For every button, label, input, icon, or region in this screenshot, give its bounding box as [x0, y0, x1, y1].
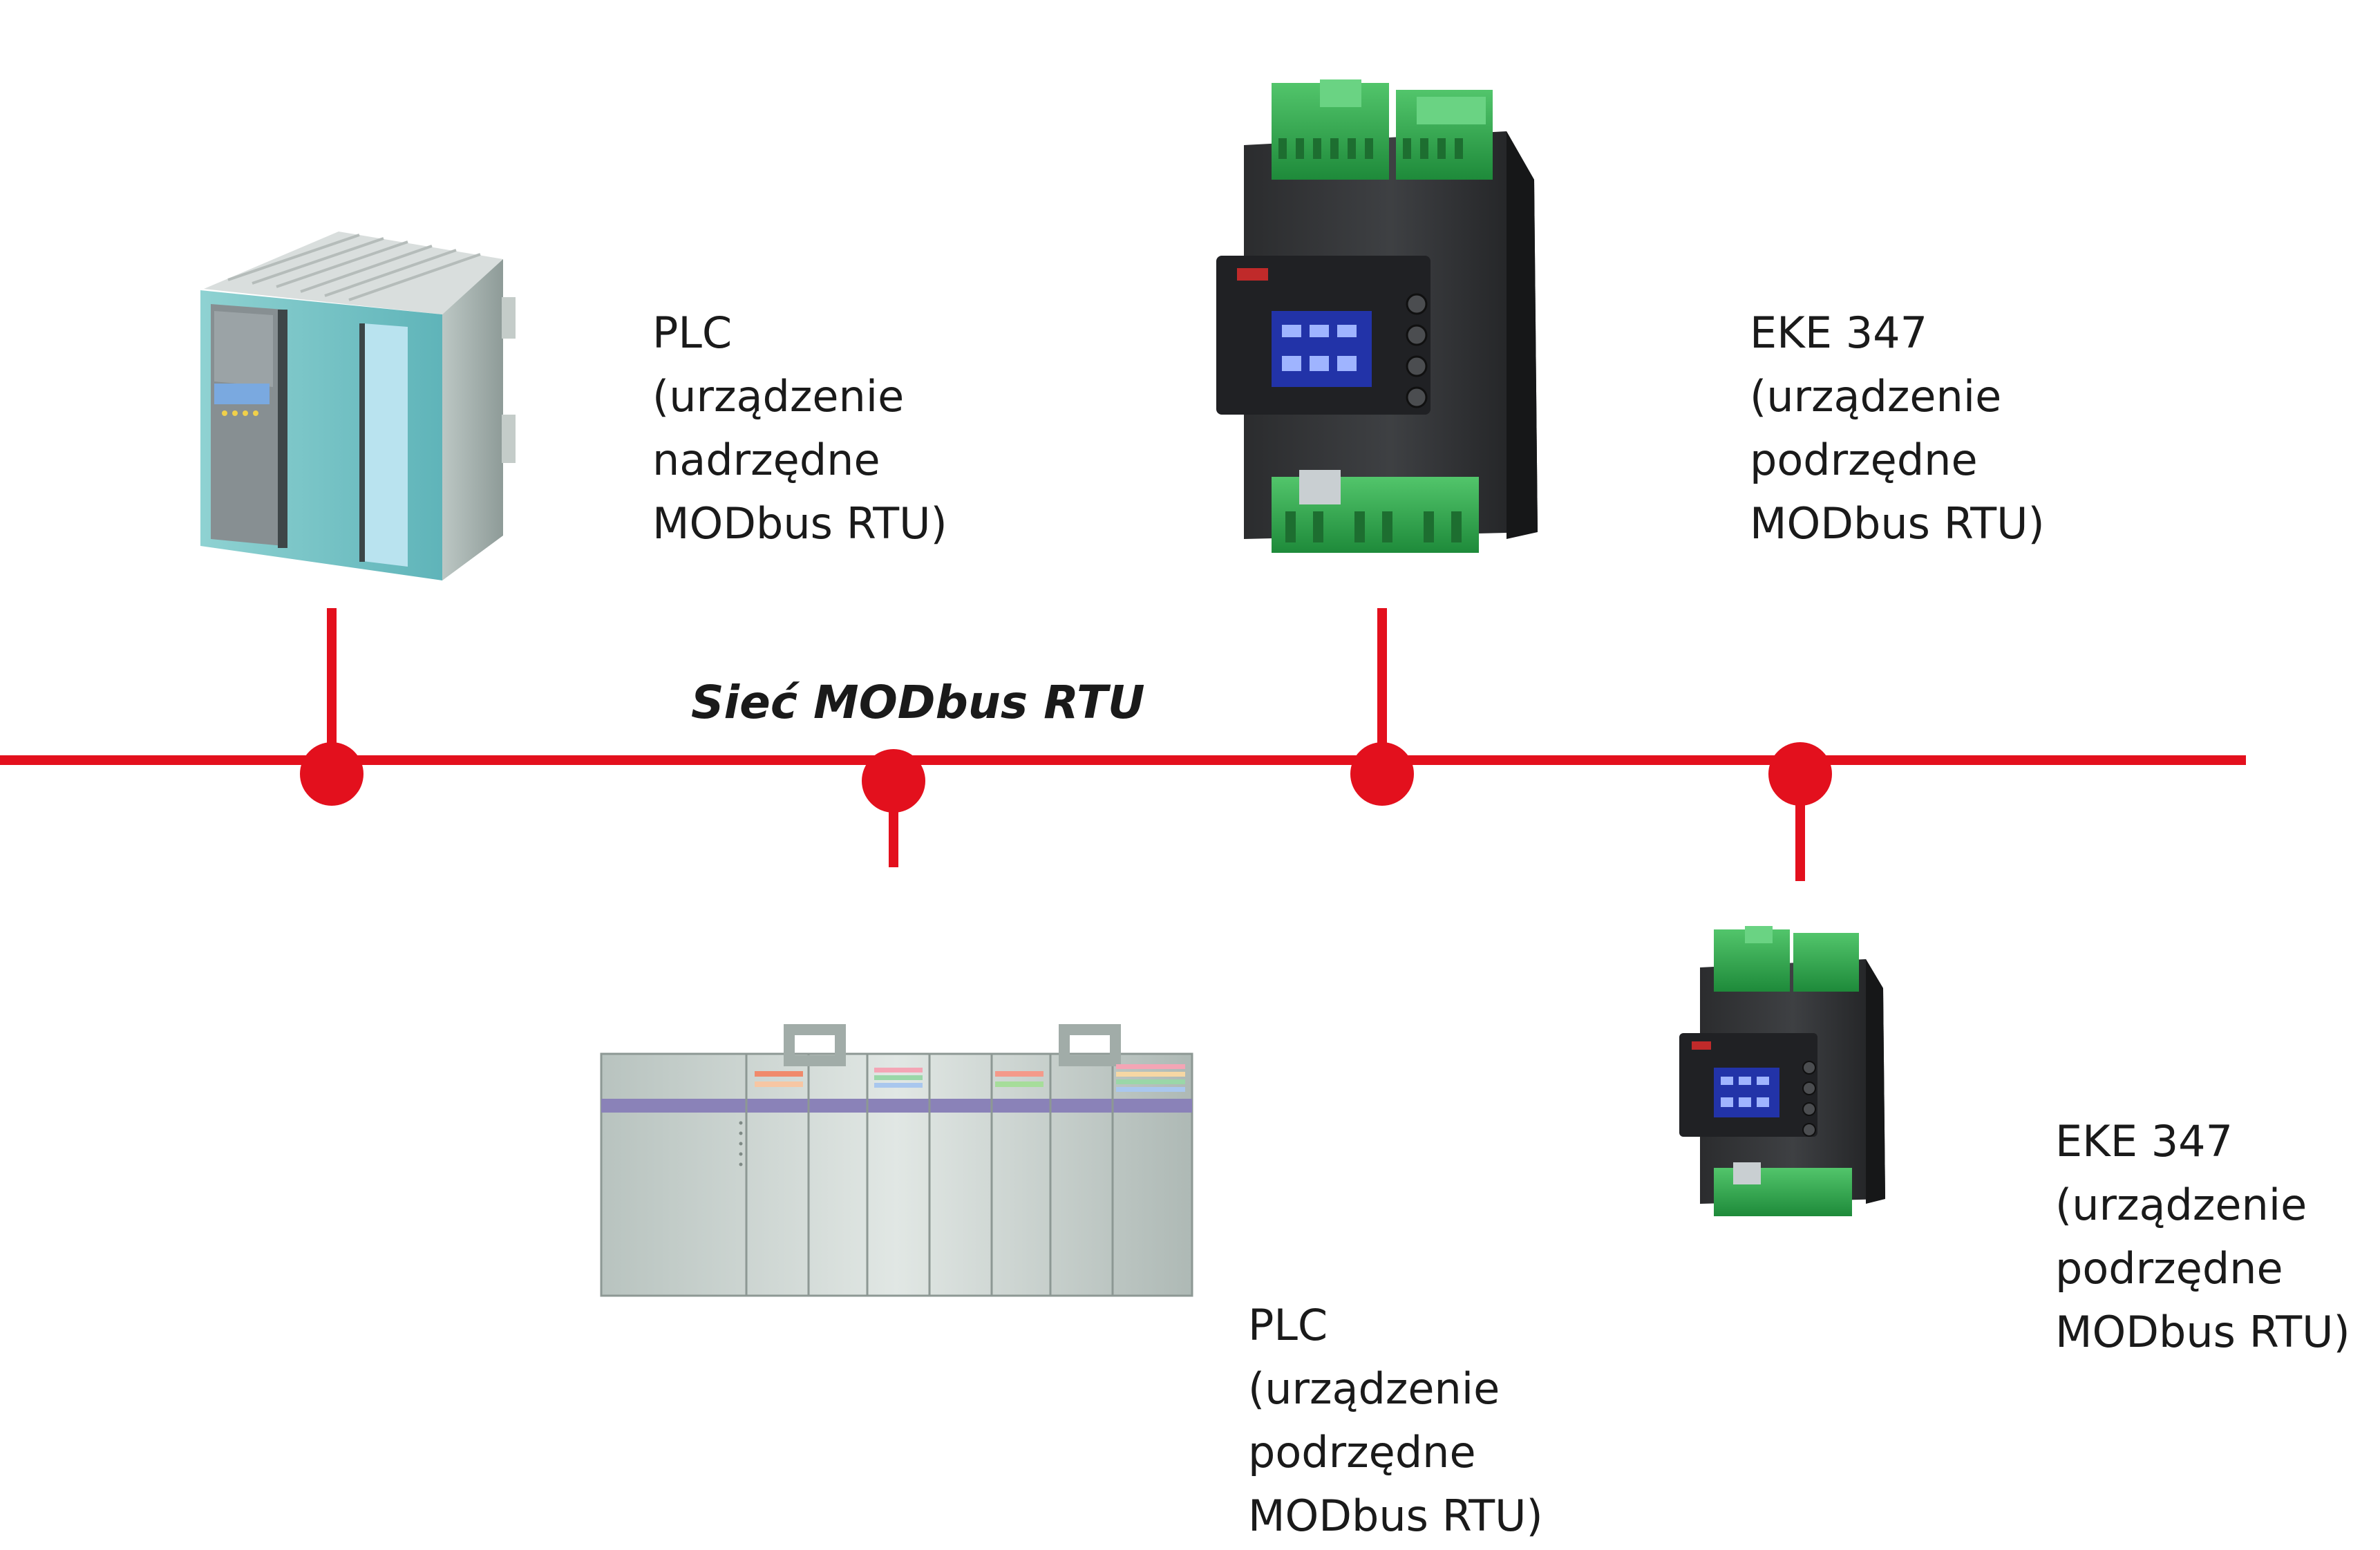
bus-node-plc-master [300, 742, 363, 806]
eke-top-label: EKE 347 (urządzenie podrzędne MODbus RTU… [1750, 301, 2045, 556]
plc-master-label-line-4: MODbus RTU) [652, 498, 947, 549]
eke-bottom-label: EKE 347 (urządzenie podrzędne MODbus RTU… [2055, 1110, 2350, 1364]
plc-master-label-line-2: (urządzenie [652, 371, 905, 422]
eke-top-label-line-3: podrzędne [1750, 435, 1978, 485]
plc-master-label-line-1: PLC [652, 308, 733, 358]
plc-master-label-line-3: nadrzędne [652, 435, 880, 485]
eke-top-label-line-1: EKE 347 [1750, 308, 1928, 358]
plc-master-label: PLC (urządzenie nadrzędne MODbus RTU) [652, 301, 947, 556]
eke-bottom-label-line-2: (urządzenie [2055, 1180, 2307, 1230]
plc-slave-label: PLC (urządzenie podrzędne MODbus RTU) [1248, 1294, 1543, 1548]
plc-slave-label-line-4: MODbus RTU) [1248, 1491, 1543, 1541]
eke-bottom-label-line-3: podrzędne [2055, 1243, 2283, 1294]
plc-master-cabinet-icon [200, 231, 516, 580]
plc-slave-label-line-2: (urządzenie [1248, 1363, 1500, 1414]
eke-bottom-label-line-1: EKE 347 [2055, 1116, 2233, 1166]
eke-347-controller-icon [1679, 926, 1885, 1216]
bus-node-plc-slave [862, 749, 925, 813]
eke-top-label-line-4: MODbus RTU) [1750, 498, 2045, 549]
network-label: Sieć MODbus RTU [691, 676, 1145, 729]
eke-bottom-label-line-4: MODbus RTU) [2055, 1307, 2350, 1357]
bus-node-eke-top [1350, 742, 1414, 806]
plc-slave-rack-icon [600, 1024, 1193, 1297]
bus-node-eke-bottom [1768, 742, 1832, 806]
plc-slave-label-line-3: podrzędne [1248, 1427, 1476, 1477]
eke-347-controller-icon [1216, 79, 1538, 553]
plc-slave-label-line-1: PLC [1248, 1300, 1328, 1350]
eke-top-label-line-2: (urządzenie [1750, 371, 2002, 422]
